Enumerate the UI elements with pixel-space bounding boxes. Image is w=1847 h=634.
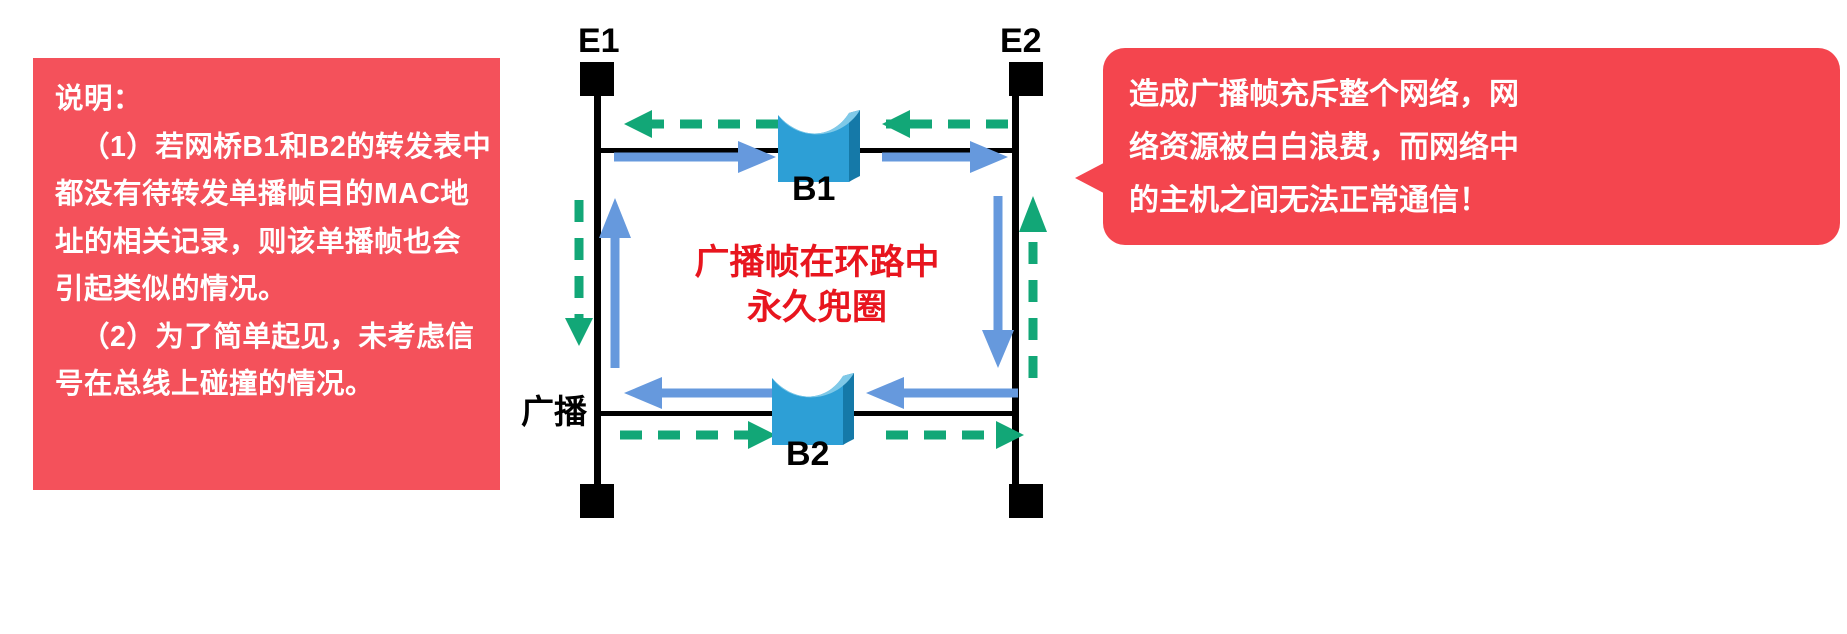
unicast-arrow-top-right — [882, 141, 1008, 173]
bridge-label-b2: B2 — [786, 435, 830, 473]
explanation-line-3: 址的相关记录，则该单播帧也会 — [55, 225, 462, 258]
terminator-e2-top — [1009, 62, 1043, 96]
terminator-e1-bottom — [580, 484, 614, 518]
broadcast-arrow-left-down — [565, 200, 593, 346]
unicast-arrow-top-left — [614, 141, 776, 173]
broadcast-arrow-right-up — [1019, 196, 1047, 378]
explanation-line-2: 都没有待转发单播帧目的MAC地 — [55, 178, 470, 210]
broadcast-arrow-top-left — [624, 110, 778, 138]
callout-line-2: 络资源被白白浪费，而网络中 — [1129, 131, 1519, 164]
consequence-callout: 造成广播帧充斥整个网络，网 络资源被白白浪费，而网络中 的主机之间无法正常通信！ — [1075, 48, 1840, 245]
callout-line-3: 的主机之间无法正常通信！ — [1129, 184, 1489, 217]
explanation-title: 说明： — [55, 83, 143, 115]
loop-caption: 广播帧在环路中 永久兜圈 — [686, 240, 948, 330]
unicast-arrow-bottom-right — [866, 377, 1018, 409]
loop-caption-line-1: 广播帧在环路中 — [694, 243, 940, 282]
terminator-e1-top — [580, 62, 614, 96]
bus-label-e1: E1 — [578, 22, 620, 60]
unicast-arrow-bottom-left — [624, 377, 772, 409]
top-bus-horizontal-line — [594, 148, 1018, 153]
left-bus-vertical-line — [594, 72, 601, 504]
callout-line-1: 造成广播帧充斥整个网络，网 — [1129, 78, 1519, 111]
callout-bubble: 造成广播帧充斥整个网络，网 络资源被白白浪费，而网络中 的主机之间无法正常通信！ — [1103, 48, 1840, 245]
right-bus-vertical-line — [1012, 72, 1019, 504]
broadcast-arrow-top-right — [882, 110, 1008, 138]
explanation-line-5: （2）为了简单起见，未考虑信 — [81, 320, 475, 353]
explanation-panel: 说明： （1）若网桥B1和B2的转发表中 都没有待转发单播帧目的MAC地 址的相… — [33, 58, 500, 490]
unicast-arrow-left-up — [599, 198, 631, 368]
terminator-e2-bottom — [1009, 484, 1043, 518]
explanation-line-1: （1）若网桥B1和B2的转发表中 — [81, 130, 492, 163]
bus-label-e2: E2 — [1000, 22, 1042, 60]
broadcast-source-label: 广播 — [521, 393, 587, 430]
broadcast-arrow-bottom-right — [886, 421, 1024, 449]
unicast-arrow-right-down — [982, 196, 1014, 368]
loop-caption-line-2: 永久兜圈 — [746, 288, 887, 327]
explanation-line-6: 号在总线上碰撞的情况。 — [55, 368, 375, 400]
explanation-line-4: 引起类似的情况。 — [55, 273, 288, 305]
broadcast-arrow-bottom-left — [620, 421, 776, 449]
bottom-bus-horizontal-line — [594, 411, 1018, 416]
bridge-label-b1: B1 — [792, 170, 836, 208]
